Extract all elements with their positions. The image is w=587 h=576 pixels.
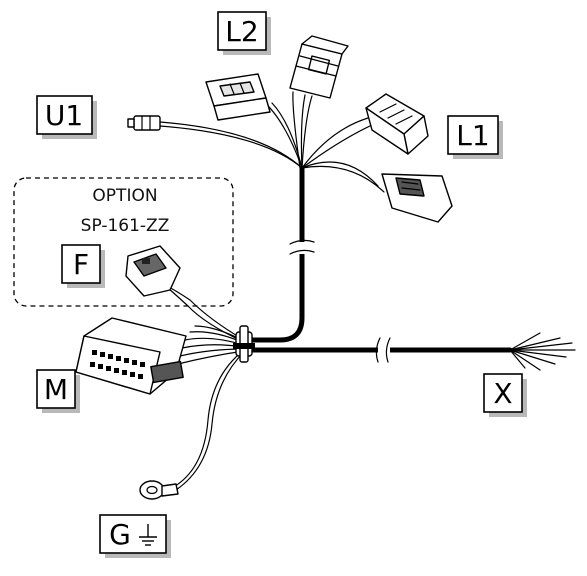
- label-x: X: [483, 373, 527, 417]
- f-connector: [125, 245, 181, 297]
- l1-connector-lower: [381, 173, 453, 223]
- u1-connector: [127, 115, 161, 131]
- option-part-number: SP-161-ZZ: [81, 216, 170, 236]
- l2-connector-left: [205, 73, 271, 121]
- ground-symbol-icon: [139, 524, 157, 546]
- svg-text:M: M: [44, 373, 68, 406]
- label-l1: L1: [447, 115, 503, 159]
- option-title: OPTION: [92, 186, 157, 206]
- svg-text:G: G: [109, 518, 131, 551]
- svg-text:U1: U1: [45, 99, 83, 132]
- label-f: F: [61, 244, 105, 288]
- break-mark-vertical: [289, 239, 315, 255]
- ground-wire: [171, 349, 245, 489]
- l2-connector-right: [289, 35, 349, 99]
- break-mark-horizontal: [375, 337, 391, 363]
- x-wire-ends: [509, 332, 576, 371]
- option-box: [13, 177, 234, 307]
- svg-text:L2: L2: [225, 15, 258, 48]
- top-splay-wires: [159, 91, 385, 193]
- label-l2: L2: [217, 11, 271, 55]
- label-m: M: [36, 369, 80, 413]
- l1-connector-upper: [365, 93, 429, 155]
- junction-clamp: [233, 325, 255, 363]
- svg-text:L1: L1: [456, 119, 489, 152]
- label-g: G: [99, 514, 171, 558]
- trunk-cable-vertical: [243, 165, 305, 343]
- junction-to-f-wire-2: [167, 287, 245, 343]
- m-connector: [75, 317, 187, 395]
- ground-ring-terminal: [139, 480, 179, 500]
- ground-wire-2: [175, 351, 245, 491]
- svg-text:F: F: [73, 248, 89, 281]
- junction-to-f-wire: [164, 284, 245, 341]
- svg-text:X: X: [493, 377, 512, 410]
- label-u1: U1: [36, 95, 97, 139]
